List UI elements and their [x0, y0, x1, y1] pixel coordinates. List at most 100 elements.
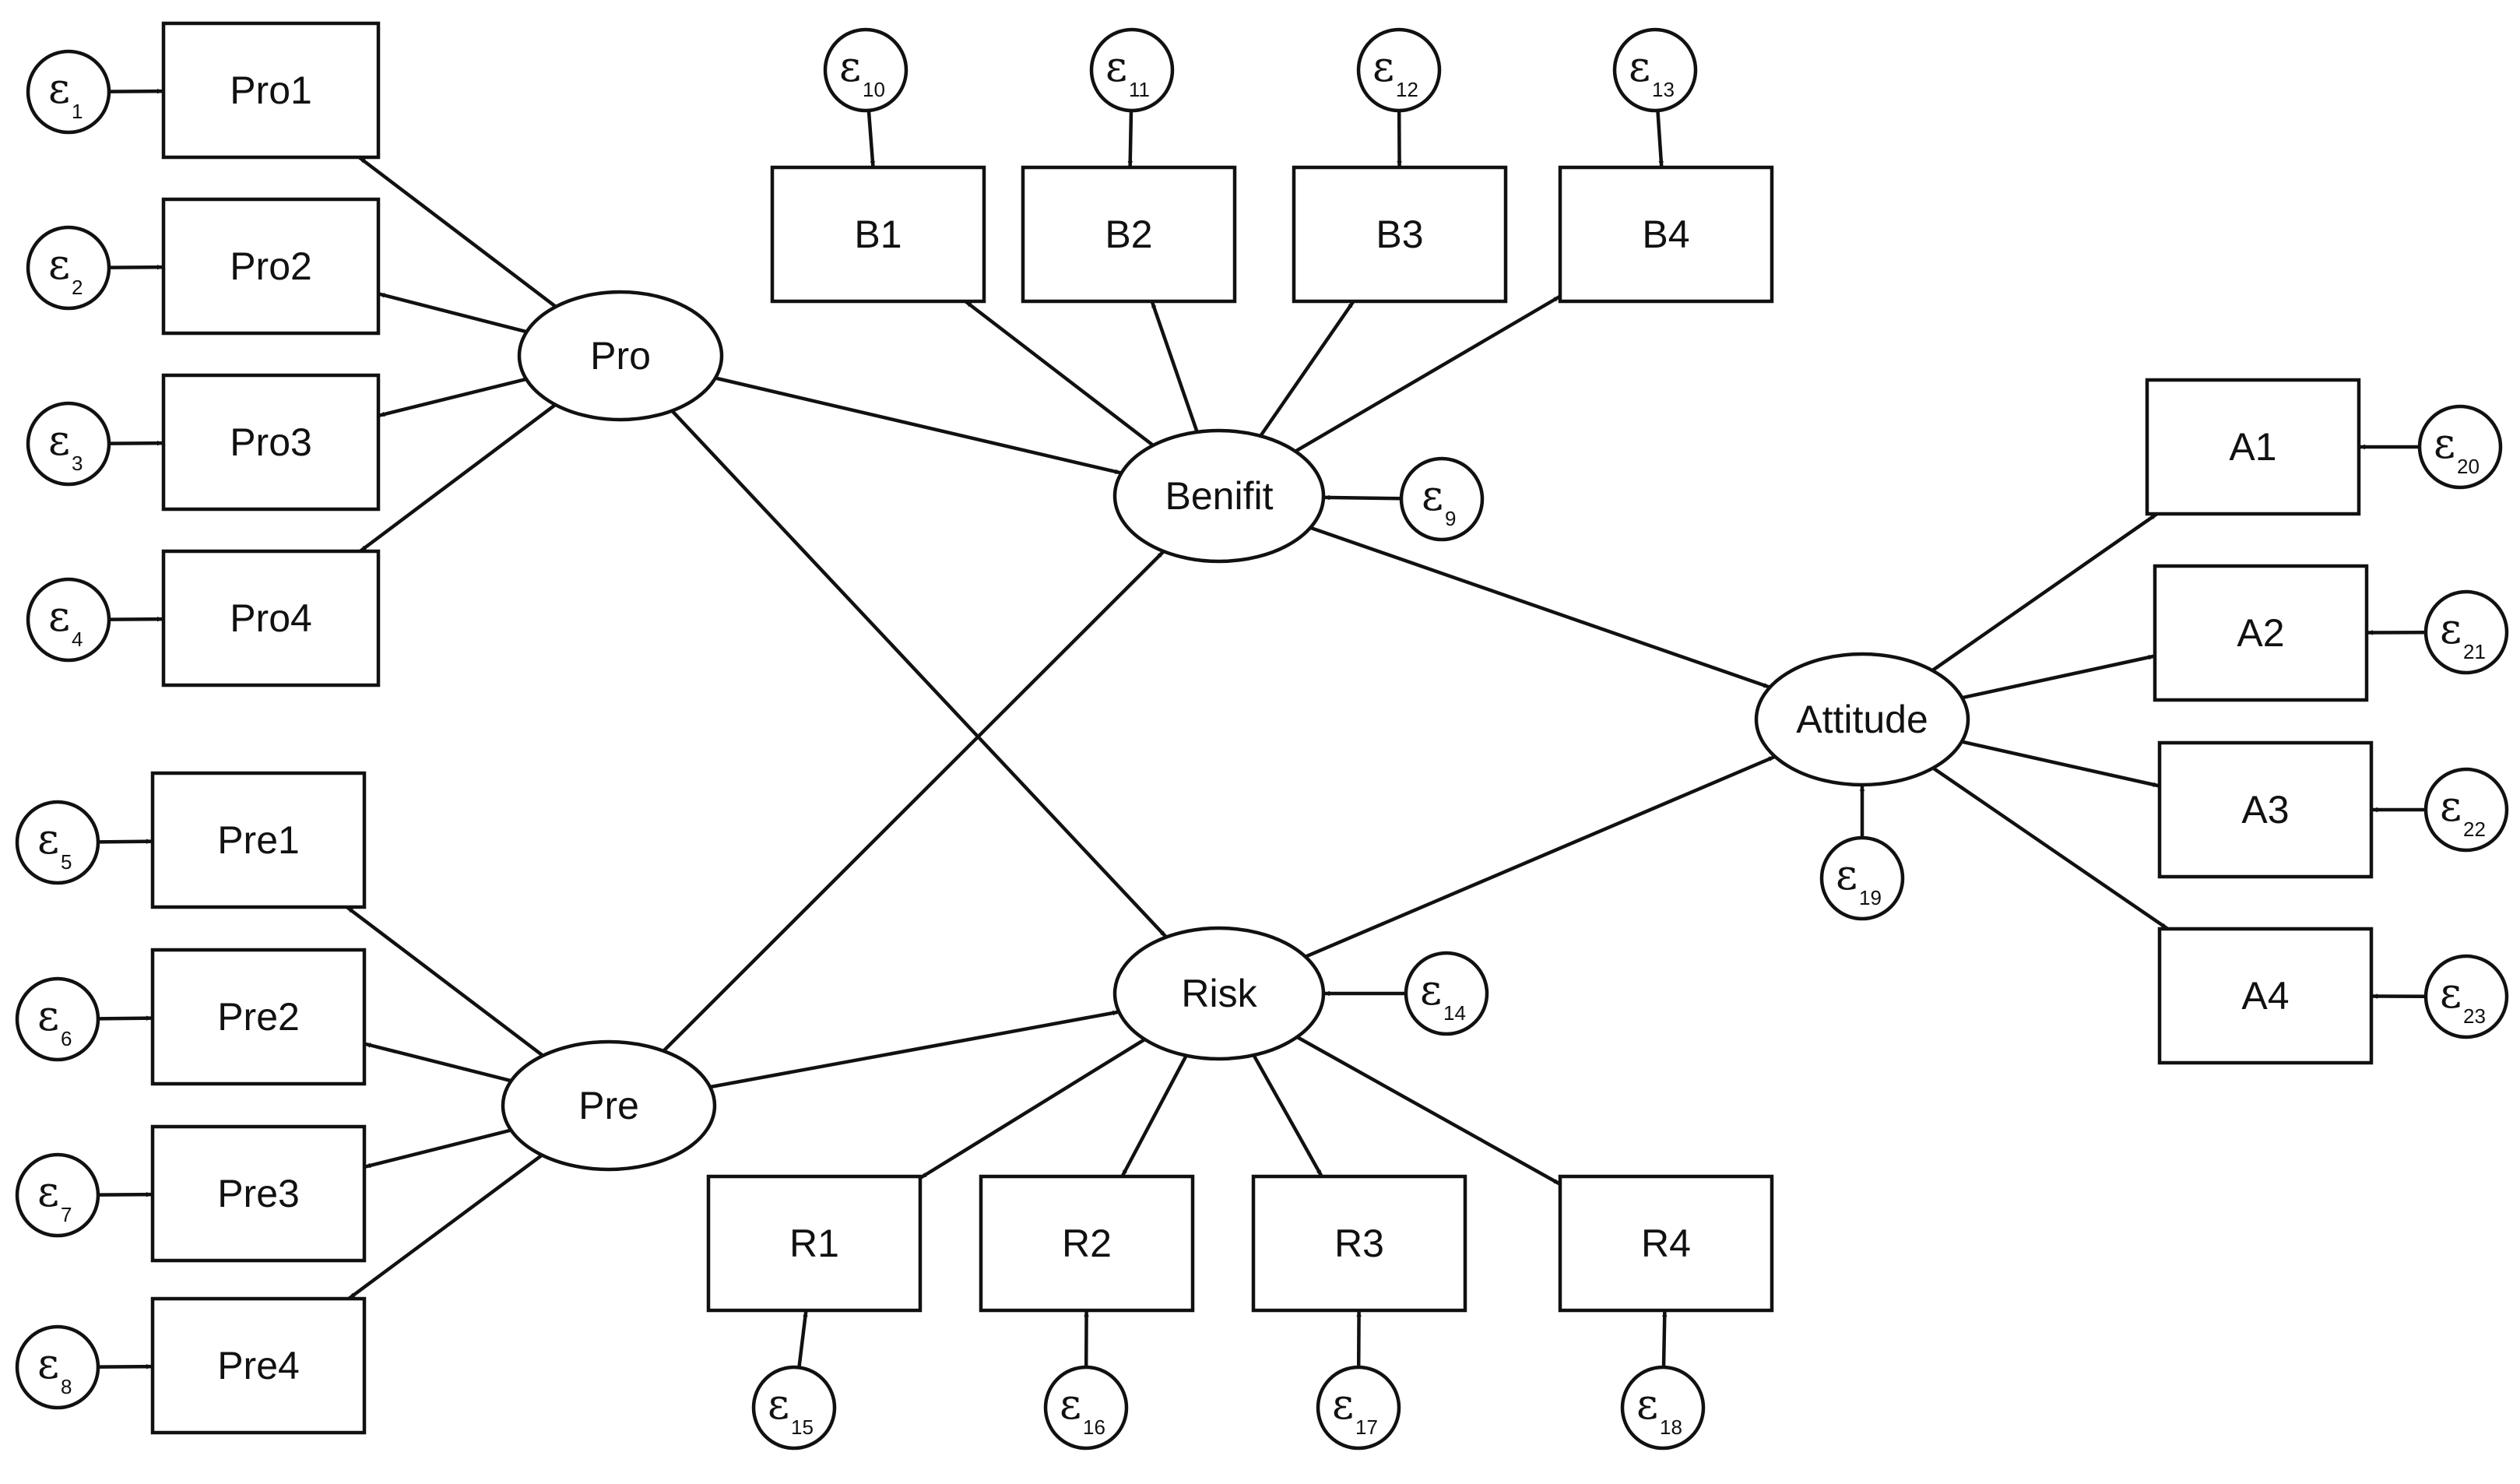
latent-risk-ellipse	[1112, 926, 1326, 1061]
error-subscript: 8	[61, 1375, 72, 1398]
indicator-r2: R2	[979, 1174, 1195, 1313]
indicator-r2-label: R2	[1062, 1222, 1112, 1265]
error-subscript: 7	[61, 1203, 72, 1226]
error-term-e21-circle	[2423, 589, 2509, 675]
indicator-r4-box	[1558, 1174, 1774, 1313]
epsilon-symbol: ε	[37, 1167, 59, 1216]
error-term-e17-circle	[1316, 1365, 1401, 1451]
indicator-a4-label: A4	[2241, 974, 2289, 1018]
path-arrow-benifit-to-b2	[1150, 301, 1199, 433]
indicator-b3: B3	[1292, 165, 1508, 304]
epsilon-symbol: ε	[2440, 969, 2462, 1018]
path-arrow-benifit-to-b4	[1294, 294, 1562, 453]
path-arrow-pre-to-pre2	[364, 1042, 512, 1083]
path-arrow-attitude-to-a2	[1961, 654, 2156, 700]
indicator-r1: R1	[706, 1174, 923, 1313]
latent-pre-label: Pre	[578, 1084, 639, 1127]
error-subscript: 1	[72, 100, 83, 123]
indicator-b2-label: B2	[1105, 213, 1152, 256]
path-arrows	[97, 88, 2427, 1370]
error-term-e10-circle	[823, 27, 909, 113]
path-arrow-attitude-to-a3	[1961, 740, 2160, 788]
indicator-a4: A4	[2157, 927, 2374, 1065]
indicator-pre2-box	[150, 948, 367, 1086]
epsilon-symbol: ε	[2434, 419, 2455, 468]
epsilon-symbol: ε	[2440, 782, 2462, 831]
error-term-e3-circle	[26, 401, 111, 487]
error-subscript: 14	[1443, 1001, 1466, 1025]
epsilon-symbol: ε	[1332, 1380, 1354, 1429]
error-subscript: 20	[2457, 455, 2480, 478]
indicator-pro3-label: Pro3	[230, 420, 312, 464]
error-term-e8-circle	[15, 1324, 100, 1410]
indicator-b4: B4	[1558, 165, 1774, 304]
epsilon-symbol: ε	[1372, 42, 1394, 91]
indicator-pre4-label: Pre4	[217, 1344, 300, 1387]
indicator-pro2: Pro2	[161, 197, 381, 336]
indicator-pro1-label: Pro1	[230, 69, 312, 112]
epsilon-symbol: ε	[2440, 604, 2462, 653]
epsilon-symbol: ε	[839, 42, 861, 91]
error-subscript: 4	[72, 628, 83, 651]
error-subscript: 10	[863, 78, 885, 101]
indicator-r2-box	[979, 1174, 1195, 1313]
error-subscript: 17	[1355, 1415, 1378, 1439]
indicator-pre2: Pre2	[150, 948, 367, 1086]
path-arrow-pro-to-benifit	[715, 376, 1123, 475]
error-subscript: 9	[1445, 507, 1456, 530]
epsilon-symbol: ε	[37, 991, 59, 1040]
latent-benifit-label: Benifit	[1165, 474, 1274, 518]
epsilon-symbol: ε	[1836, 850, 1857, 899]
epsilon-symbol: ε	[1060, 1380, 1081, 1429]
path-arrow-risk-to-attitude	[1304, 754, 1776, 958]
indicator-pro4-box	[161, 549, 381, 687]
indicator-a1: A1	[2145, 378, 2361, 516]
path-arrow-risk-to-r1	[919, 1037, 1146, 1180]
error-term-e22-circle	[2423, 767, 2509, 853]
indicator-r3-box	[1251, 1174, 1467, 1313]
epsilon-symbol: ε	[48, 64, 70, 113]
error-subscript: 15	[791, 1415, 814, 1439]
indicator-pre3-box	[150, 1124, 367, 1263]
error-subscript: 13	[1652, 78, 1675, 101]
path-arrow-pro-to-pro1	[357, 156, 557, 308]
error-term-e1-circle	[26, 49, 111, 135]
indicator-pre2-label: Pre2	[217, 995, 300, 1039]
indicator-pre1-box	[150, 771, 367, 909]
indicator-pro4: Pro4	[161, 549, 381, 687]
error-term-e18-circle	[1620, 1365, 1706, 1451]
error-subscript: 23	[2463, 1004, 2486, 1028]
error-subscript: 2	[72, 276, 83, 299]
latent-pre: Pre	[501, 1039, 717, 1172]
path-arrow-benifit-to-b3	[1259, 300, 1355, 438]
indicator-pre1: Pre1	[150, 771, 367, 909]
error-arrow-e10-to-b1	[866, 110, 876, 168]
epsilon-symbol: ε	[1422, 471, 1443, 520]
error-term-e23-circle	[2423, 954, 2509, 1039]
path-arrow-risk-to-r3	[1252, 1054, 1323, 1178]
indicator-pro1: Pro1	[161, 21, 381, 160]
indicator-a4-box	[2157, 927, 2374, 1065]
error-term-e13-circle	[1612, 27, 1698, 113]
error-term-e7-circle	[15, 1152, 100, 1238]
indicator-r3-label: R3	[1334, 1222, 1384, 1265]
path-arrow-pre-to-benifit	[662, 550, 1165, 1053]
indicator-pro1-box	[161, 21, 381, 160]
error-term-e9-circle	[1399, 456, 1485, 542]
indicator-pro2-label: Pro2	[230, 244, 312, 288]
error-subscript: 5	[61, 850, 72, 874]
